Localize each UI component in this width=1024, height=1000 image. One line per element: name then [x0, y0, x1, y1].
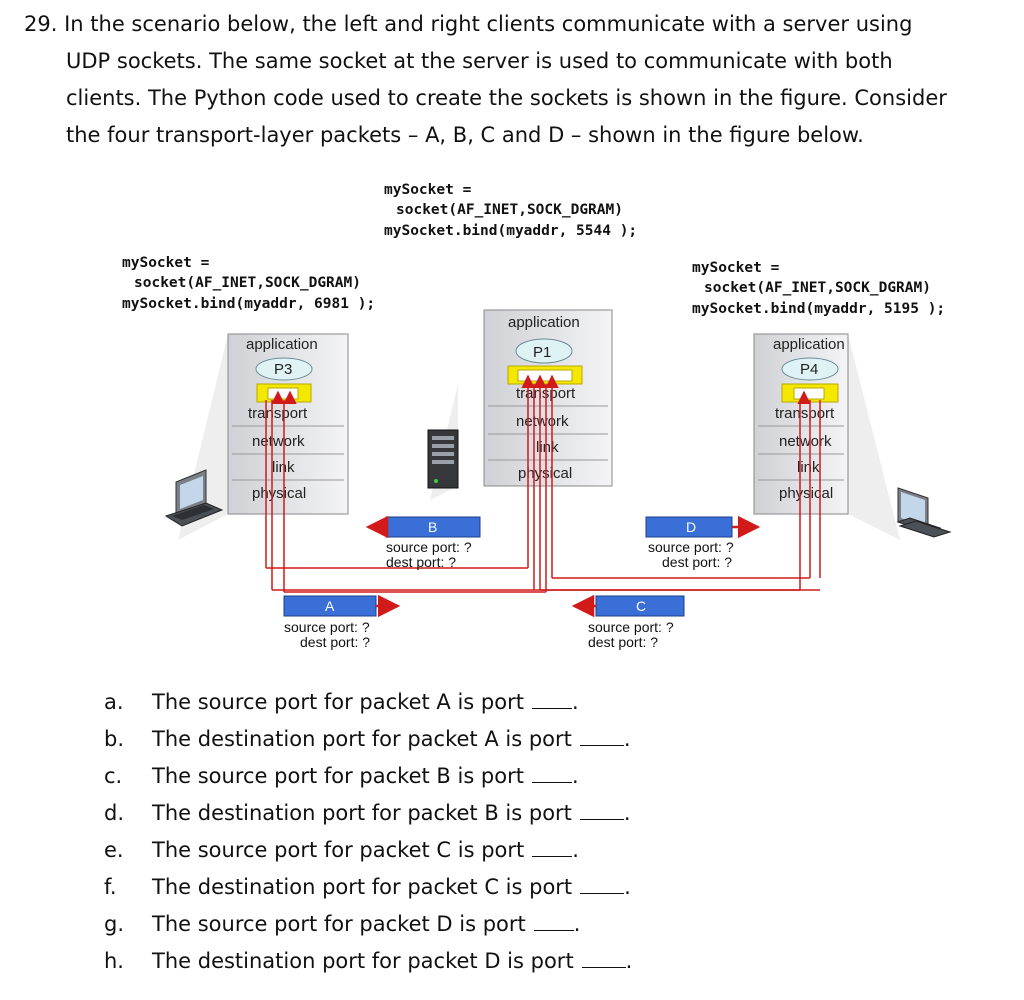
answer-blank-e[interactable] — [532, 838, 573, 857]
answer-blank-c[interactable] — [531, 764, 572, 783]
packet-a: A source port: ? dest port: ? — [283, 594, 401, 650]
server-link-label: link — [536, 439, 559, 456]
question-line-3: clients. The Python code used to create … — [66, 86, 947, 110]
right-code-line-3: mySocket.bind(myaddr, 5195 ); — [692, 301, 945, 317]
server-network-label: network — [516, 413, 569, 430]
server-stack: application P1 transport network link ph… — [483, 309, 613, 487]
server-application-label: application — [508, 314, 580, 331]
left-transport-label: transport — [248, 405, 308, 422]
left-code-line-3: mySocket.bind(myaddr, 6981 ); — [122, 296, 375, 312]
packet-c-label: C — [636, 598, 646, 614]
answer-blank-h[interactable] — [581, 949, 626, 968]
right-link-label: link — [797, 459, 820, 476]
right-code-line-2: socket(AF_INET,SOCK_DGRAM) — [704, 280, 931, 296]
question-text: 29. In the scenario below, the left and … — [24, 6, 984, 154]
right-process-label: P4 — [800, 361, 818, 378]
left-host-stack: application P3 transport network link ph… — [227, 333, 349, 515]
server-physical-label: physical — [518, 465, 572, 482]
packet-paths — [265, 384, 821, 593]
socket-arrows — [271, 374, 811, 405]
right-code-block: mySocket = socket(AF_INET,SOCK_DGRAM) my… — [692, 260, 945, 317]
server-code-block: mySocket = socket(AF_INET,SOCK_DGRAM) my… — [384, 182, 637, 239]
left-code-line-2: socket(AF_INET,SOCK_DGRAM) — [134, 275, 361, 291]
right-transport-label: transport — [775, 405, 835, 422]
packet-d-dest: dest port: ? — [662, 554, 732, 570]
item-g: g.The source port for packet D is port. — [104, 912, 581, 936]
left-process-label: P3 — [274, 361, 292, 378]
answer-blank-b[interactable] — [579, 727, 624, 746]
server-code-line-3: mySocket.bind(myaddr, 5544 ); — [384, 223, 637, 239]
network-figure: mySocket = socket(AF_INET,SOCK_DGRAM) my… — [122, 182, 952, 650]
packet-a-label: A — [325, 598, 335, 614]
server-code-line-2: socket(AF_INET,SOCK_DGRAM) — [396, 202, 623, 218]
item-d: d.The destination port for packet B is p… — [104, 801, 631, 825]
item-f: f.The destination port for packet C is p… — [104, 875, 631, 899]
right-laptop-icon — [896, 487, 952, 538]
right-physical-label: physical — [779, 485, 833, 502]
packet-c-dest: dest port: ? — [588, 634, 658, 650]
packet-a-dest: dest port: ? — [300, 634, 370, 650]
left-network-label: network — [252, 433, 305, 450]
item-h: h.The destination port for packet D is p… — [104, 949, 633, 973]
server-code-line-1: mySocket = — [384, 182, 472, 198]
item-a: a.The source port for packet A is port. — [104, 690, 579, 714]
answer-blank-a[interactable] — [531, 690, 572, 709]
server-tower-icon — [427, 429, 459, 489]
packet-b-source: source port: ? — [386, 539, 472, 555]
item-b: b.The destination port for packet A is p… — [104, 727, 631, 751]
server-process-oval — [515, 338, 573, 364]
right-host-stack: application P4 transport network link ph… — [753, 333, 849, 515]
question-number: 29. — [24, 12, 58, 36]
packet-a-source: source port: ? — [284, 619, 370, 635]
answer-blank-g[interactable] — [533, 912, 574, 931]
packet-b: B source port: ? dest port: ? — [365, 515, 481, 570]
packet-b-dest: dest port: ? — [386, 554, 456, 570]
left-code-block: mySocket = socket(AF_INET,SOCK_DGRAM) my… — [122, 255, 375, 312]
question-line-1: In the scenario below, the left and righ… — [64, 12, 913, 36]
packet-d: D source port: ? dest port: ? — [645, 515, 761, 570]
packet-c-source: source port: ? — [588, 619, 674, 635]
right-code-line-1: mySocket = — [692, 260, 780, 276]
question-line-4: the four transport-layer packets – A, B,… — [66, 123, 864, 147]
packet-c: C source port: ? dest port: ? — [571, 594, 685, 650]
answer-blank-f[interactable] — [580, 875, 625, 894]
right-network-label: network — [779, 433, 832, 450]
item-c: c.The source port for packet B is port. — [104, 764, 579, 788]
right-application-label: application — [773, 336, 845, 353]
left-physical-label: physical — [252, 485, 306, 502]
answer-items: a.The source port for packet A is port. … — [104, 684, 632, 980]
packet-d-label: D — [686, 519, 696, 535]
packet-b-label: B — [428, 519, 437, 535]
packet-d-source: source port: ? — [648, 539, 734, 555]
right-process-oval — [781, 357, 839, 381]
question-line-2: UDP sockets. The same socket at the serv… — [66, 49, 893, 73]
left-application-label: application — [246, 336, 318, 353]
left-process-oval — [255, 357, 313, 381]
server-process-label: P1 — [533, 344, 551, 361]
item-e: e.The source port for packet C is port. — [104, 838, 579, 862]
left-laptop-icon — [164, 469, 224, 527]
answer-blank-d[interactable] — [579, 801, 624, 820]
left-code-line-1: mySocket = — [122, 255, 210, 271]
